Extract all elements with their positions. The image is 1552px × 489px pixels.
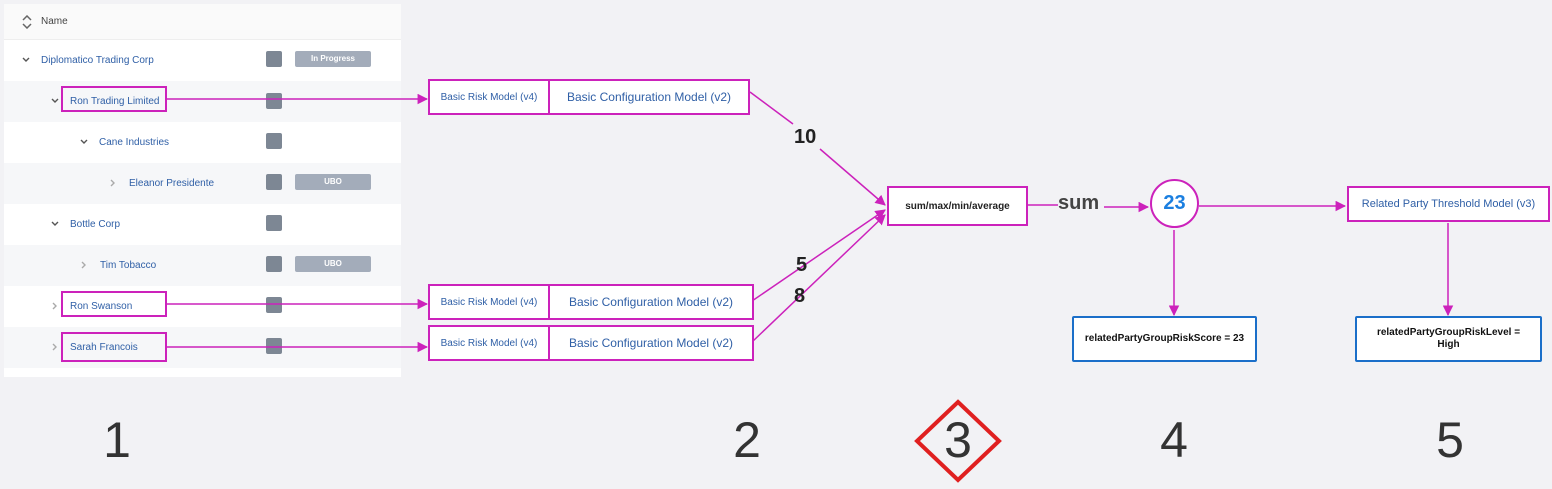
highlight-frame xyxy=(61,86,167,112)
collapse-all-icon[interactable] xyxy=(21,15,33,29)
chevron-right-icon[interactable] xyxy=(49,300,61,312)
tree-row[interactable]: Ron Swanson xyxy=(4,286,401,327)
risk-level-output: relatedPartyGroupRiskLevel = High xyxy=(1355,316,1542,362)
chevron-down-icon[interactable] xyxy=(49,95,61,107)
tree-row-label[interactable]: Ron Trading Limited xyxy=(70,96,160,107)
config-model-box[interactable]: Basic Configuration Model (v2) xyxy=(548,284,754,320)
current-step-diamond-icon xyxy=(914,399,1002,483)
step-number-current: 3 xyxy=(944,412,972,468)
threshold-model-box[interactable]: Related Party Threshold Model (v3) xyxy=(1347,186,1550,222)
bank-icon xyxy=(266,215,282,231)
bank-icon xyxy=(266,51,282,67)
risk-score-output: relatedPartyGroupRiskScore = 23 xyxy=(1072,316,1257,362)
step-number: 1 xyxy=(103,412,131,468)
connector-line xyxy=(751,209,886,302)
risk-level-value: High xyxy=(1437,339,1460,350)
config-model-box[interactable]: Basic Configuration Model (v2) xyxy=(548,79,750,115)
chevron-right-icon[interactable] xyxy=(49,341,61,353)
connector-line xyxy=(819,148,886,206)
step-number: 4 xyxy=(1160,412,1188,468)
score-circle: 23 xyxy=(1150,179,1199,228)
tree-row[interactable]: Bottle Corp xyxy=(4,204,401,245)
tree-row-label[interactable]: Diplomatico Trading Corp xyxy=(41,55,154,66)
tree-row-label[interactable]: Cane Industries xyxy=(99,137,170,148)
aggregation-box[interactable]: sum/max/min/average xyxy=(887,186,1028,226)
chevron-down-icon[interactable] xyxy=(49,218,61,230)
bank-icon xyxy=(266,93,282,109)
tree-row[interactable]: Tim Tobacco UBO xyxy=(4,245,401,286)
step-number: 5 xyxy=(1436,412,1464,468)
risk-model-box[interactable]: Basic Risk Model (v4) xyxy=(428,79,550,115)
step-number: 2 xyxy=(733,412,761,468)
tree-row[interactable]: Eleanor Presidente UBO xyxy=(4,163,401,204)
person-icon xyxy=(266,256,282,272)
chevron-down-icon[interactable] xyxy=(20,54,32,66)
weight-label: 8 xyxy=(794,285,806,307)
person-icon xyxy=(266,297,282,313)
risk-level-line: relatedPartyGroupRiskLevel = xyxy=(1376,327,1521,338)
tree-row[interactable]: Diplomatico Trading Corp In Progress xyxy=(4,40,401,81)
name-column-header[interactable]: Name xyxy=(41,16,68,27)
tree-row-label[interactable]: Bottle Corp xyxy=(70,219,121,230)
highlight-frame xyxy=(61,291,167,317)
status-badge: UBO xyxy=(295,174,371,190)
tree-row-label[interactable]: Sarah Francois xyxy=(70,342,138,353)
tree-row-label[interactable]: Ron Swanson xyxy=(70,301,133,312)
tree-row-label[interactable]: Tim Tobacco xyxy=(100,260,157,271)
weight-label: 5 xyxy=(796,254,808,276)
chevron-right-icon[interactable] xyxy=(78,259,90,271)
aggregation-selected-label: sum xyxy=(1058,192,1100,214)
tree-row-label[interactable]: Eleanor Presidente xyxy=(129,178,215,189)
status-badge: UBO xyxy=(295,256,371,272)
tree-row[interactable]: Cane Industries xyxy=(4,122,401,163)
risk-model-box[interactable]: Basic Risk Model (v4) xyxy=(428,284,550,320)
chevron-down-icon[interactable] xyxy=(78,136,90,148)
person-icon xyxy=(266,174,282,190)
connector-line xyxy=(749,91,794,125)
risk-model-box[interactable]: Basic Risk Model (v4) xyxy=(428,325,550,361)
highlight-frame xyxy=(61,332,167,362)
person-icon xyxy=(266,338,282,354)
connector-line xyxy=(751,214,886,343)
config-model-box[interactable]: Basic Configuration Model (v2) xyxy=(548,325,754,361)
tree-header: Name xyxy=(4,4,401,40)
weight-label: 10 xyxy=(794,126,817,148)
bank-icon xyxy=(266,133,282,149)
chevron-right-icon[interactable] xyxy=(107,177,119,189)
status-badge: In Progress xyxy=(295,51,371,67)
